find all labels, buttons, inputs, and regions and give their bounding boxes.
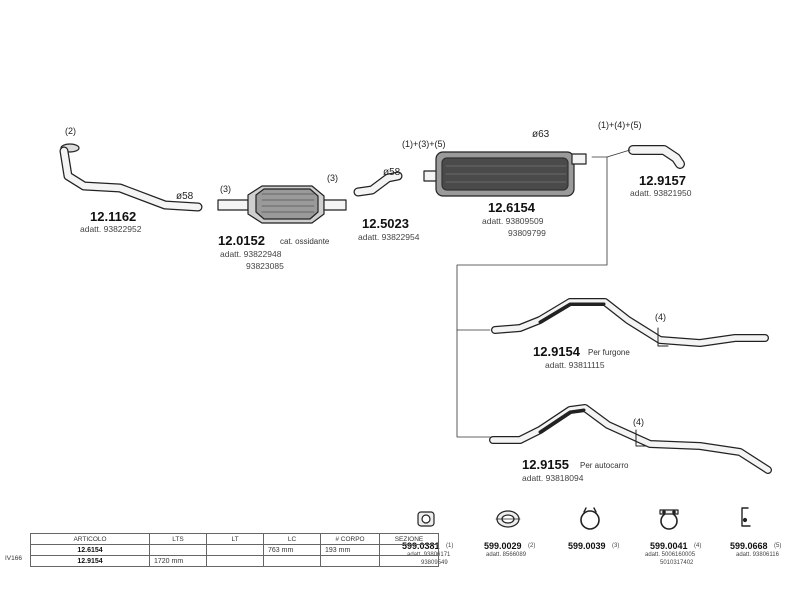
spec-table-header: ARTICOLO LTS LT LC # CORPO SEZIONE xyxy=(30,533,439,545)
part-12-6154-adatt-1: adatt. 93809509 xyxy=(482,216,544,226)
part-12-9157-drawing xyxy=(628,145,685,169)
table-cell: 193 mm xyxy=(320,544,380,556)
part-12-0152-ref-left: (3) xyxy=(220,184,231,194)
table-cell xyxy=(263,555,321,567)
part-12-9155-desc: Per autocarro xyxy=(580,461,629,470)
part-12-1162-ref: (2) xyxy=(65,126,76,136)
part-12-9154-drawing xyxy=(491,298,769,347)
component-599-0668-ref: (5) xyxy=(774,543,782,549)
component-599-0041-ref: (4) xyxy=(694,543,702,549)
header-lt: LT xyxy=(206,533,264,545)
vehicle-model-code: IV166 xyxy=(5,555,22,562)
u-clamp-icon xyxy=(659,509,679,530)
part-12-1162-drawing xyxy=(59,143,203,212)
part-12-6154-code[interactable]: 12.6154 xyxy=(488,200,535,215)
component-599-0029-adatt-1: adatt. 8566089 xyxy=(486,552,527,558)
spec-table: ARTICOLO LTS LT LC # CORPO SEZIONE 12.61… xyxy=(30,533,439,567)
part-12-0152-adatt-2: 93823085 xyxy=(246,261,284,271)
table-cell xyxy=(206,544,264,556)
part-12-0152-desc: cat. ossidante xyxy=(280,237,330,246)
table-cell xyxy=(379,555,439,567)
part-12-9154-ref: (4) xyxy=(655,312,666,322)
part-12-9154-code[interactable]: 12.9154 xyxy=(533,344,580,359)
component-599-0029-ref: (2) xyxy=(528,543,536,549)
alternative-bracket xyxy=(456,149,631,438)
component-599-0668-adatt-1: adatt. 93806116 xyxy=(736,552,779,558)
clamp-icon xyxy=(580,507,600,530)
header-lts: LTS xyxy=(149,533,207,545)
header-corpo: # CORPO xyxy=(320,533,380,545)
component-599-0041-adatt-1: adatt. 5006160005 xyxy=(645,552,696,558)
part-12-1162-adatt: adatt. 93822952 xyxy=(80,224,142,234)
component-599-0668-code[interactable]: 599.0668 xyxy=(730,541,768,551)
part-12-0152-adatt-1: adatt. 93822948 xyxy=(220,249,282,259)
part-12-6154-drawing xyxy=(423,151,587,197)
part-12-5023-code[interactable]: 12.5023 xyxy=(362,216,409,231)
table-row: 12.9154 1720 mm xyxy=(30,555,439,567)
part-12-9157-adatt: adatt. 93821950 xyxy=(630,188,692,198)
part-12-5023-diameter: ø58 xyxy=(383,167,401,178)
part-12-9155-drawing xyxy=(489,404,772,474)
part-12-1162-diameter: ø58 xyxy=(176,191,194,202)
table-cell: 1720 mm xyxy=(149,555,207,567)
table-cell xyxy=(149,544,207,556)
part-12-1162-code[interactable]: 12.1162 xyxy=(90,209,137,224)
table-cell: 12.9154 xyxy=(30,555,150,567)
component-599-0041-adatt-2: 5010317402 xyxy=(660,560,694,566)
part-12-9157-ref: (1)+(4)+(5) xyxy=(598,120,642,130)
part-12-6154-ref: (1)+(3)+(5) xyxy=(402,139,446,149)
table-cell xyxy=(379,544,439,556)
header-articolo: ARTICOLO xyxy=(30,533,150,545)
component-599-0041-code[interactable]: 599.0041 xyxy=(650,541,688,551)
component-599-0039-code[interactable]: 599.0039 xyxy=(568,541,606,551)
part-12-0152-ref-right: (3) xyxy=(327,173,338,183)
component-599-0029-code[interactable]: 599.0029 xyxy=(484,541,522,551)
part-12-9155-ref: (4) xyxy=(633,417,644,427)
part-12-9154-adatt: adatt. 93811115 xyxy=(545,360,605,370)
part-12-5023-drawing xyxy=(353,171,403,197)
part-12-6154-adatt-2: 93809799 xyxy=(508,228,546,238)
part-12-9155-adatt: adatt. 93818094 xyxy=(522,473,584,483)
part-12-6154-diameter: ø63 xyxy=(532,129,550,140)
header-lc: LC xyxy=(263,533,321,545)
part-12-5023-adatt: adatt. 93822954 xyxy=(358,232,420,242)
table-cell: 763 mm xyxy=(263,544,321,556)
header-sezione: SEZIONE xyxy=(379,533,439,545)
part-12-9154-desc: Per furgone xyxy=(588,348,630,357)
table-row: 12.6154 763 mm 193 mm xyxy=(30,544,439,556)
component-599-0381-ref: (1) xyxy=(446,543,454,549)
flange-gasket-icon xyxy=(417,511,435,527)
part-12-0152-drawing xyxy=(217,185,347,224)
component-599-0039-ref: (3) xyxy=(612,543,620,549)
part-12-9157-code[interactable]: 12.9157 xyxy=(639,173,686,188)
table-cell xyxy=(320,555,380,567)
table-cell xyxy=(206,555,264,567)
part-12-0152-code[interactable]: 12.0152 xyxy=(218,233,265,248)
part-12-9155-code[interactable]: 12.9155 xyxy=(522,457,569,472)
bracket-icon xyxy=(741,507,751,527)
table-cell: 12.6154 xyxy=(30,544,150,556)
ring-gasket-icon xyxy=(495,510,521,528)
